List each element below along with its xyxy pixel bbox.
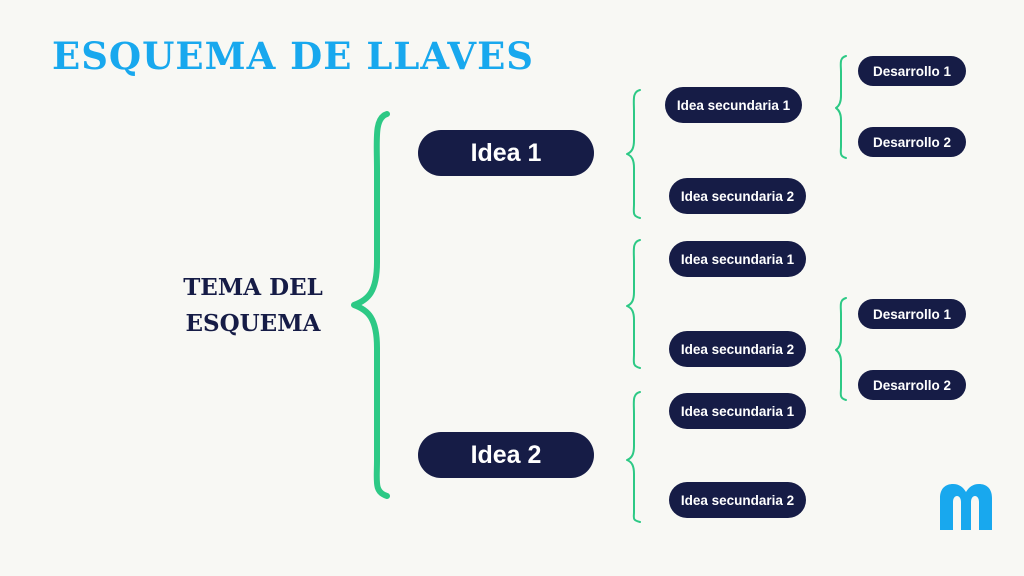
development-node: Desarrollo 2 (858, 127, 966, 157)
secondary-idea-node: Idea secundaria 1 (669, 393, 806, 429)
diagram-title: ESQUEMA DE LLAVES (52, 34, 535, 78)
secondary-idea-node: Idea secundaria 1 (665, 87, 802, 123)
topic-line-1: TEMA DEL (183, 274, 323, 301)
brace-idea-2 (626, 391, 641, 523)
m-logo-icon (940, 484, 992, 530)
brace-desarrollo-bottom (835, 297, 847, 401)
topic-label: TEMA DEL ESQUEMA (160, 270, 346, 342)
main-brace (351, 111, 390, 499)
idea-2-node: Idea 2 (418, 432, 594, 478)
secondary-idea-node: Idea secundaria 2 (669, 178, 806, 214)
secondary-idea-node: Idea secundaria 2 (669, 331, 806, 367)
idea-1-node: Idea 1 (418, 130, 594, 176)
brace-idea-1 (626, 89, 641, 219)
brace-middle (626, 239, 641, 369)
secondary-idea-node: Idea secundaria 2 (669, 482, 806, 518)
development-node: Desarrollo 2 (858, 370, 966, 400)
development-node: Desarrollo 1 (858, 299, 966, 329)
brace-desarrollo-top (835, 55, 847, 159)
topic-line-2: ESQUEMA (185, 310, 321, 337)
secondary-idea-node: Idea secundaria 1 (669, 241, 806, 277)
development-node: Desarrollo 1 (858, 56, 966, 86)
